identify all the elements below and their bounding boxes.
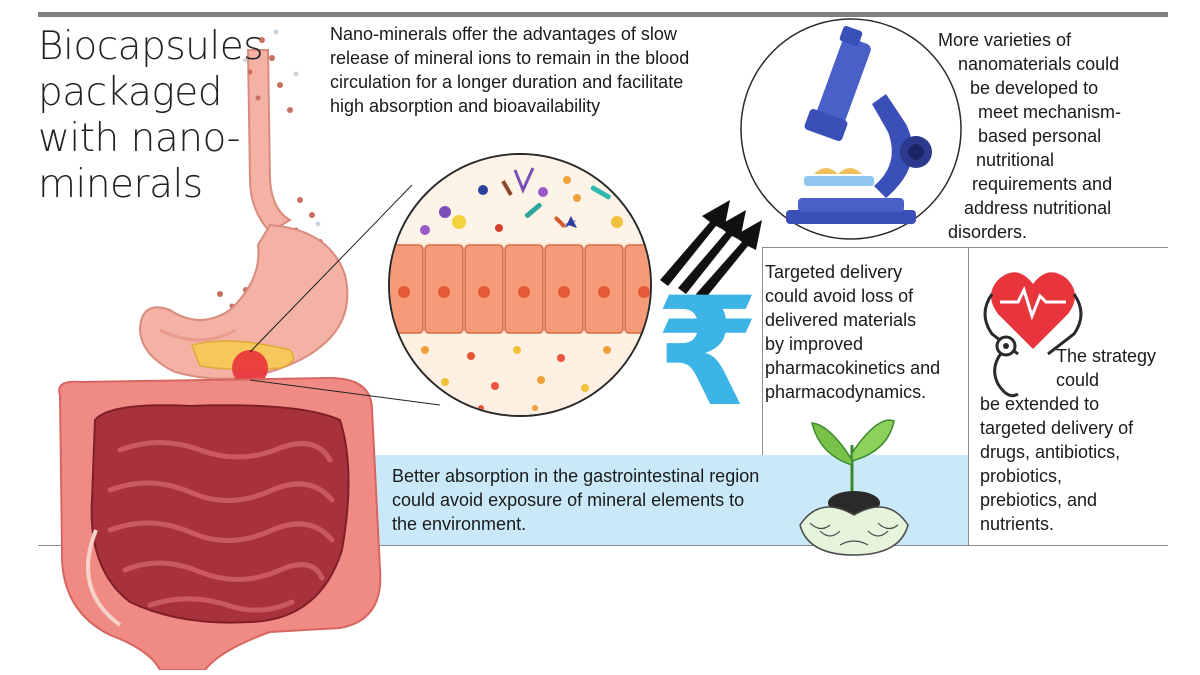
strategy-line: nutrients.: [980, 514, 1055, 534]
divider-vertical-mid: [968, 247, 969, 545]
strategy-line: targeted delivery of: [980, 418, 1134, 438]
varieties-line: meet mechanism-: [978, 102, 1122, 122]
varieties-line: requirements and: [972, 174, 1113, 194]
absorption-text: Better absorption in the gastrointestina…: [392, 466, 760, 534]
targeted-line: Targeted delivery: [765, 262, 903, 282]
varieties-line: More varieties of: [938, 30, 1072, 50]
varieties-line: nanomaterials could: [958, 54, 1120, 74]
targeted-line: by improved: [765, 334, 864, 354]
top-rule: [38, 12, 1168, 17]
divider-vertical-center: [762, 247, 763, 455]
targeted-line: delivered materials: [765, 310, 917, 330]
varieties-line: disorders.: [948, 222, 1028, 242]
varieties-line: based personal: [978, 126, 1102, 146]
strategy-line: could: [1056, 370, 1100, 390]
strategy-line: prebiotics, and: [980, 490, 1098, 510]
varieties-text: More varieties of nanomaterials could be…: [938, 28, 1163, 244]
digestive-system-illustration: [58, 29, 382, 670]
divider-bottom: [38, 545, 1168, 546]
targeted-line: pharmacodynamics.: [765, 382, 927, 402]
intestinal-lining-magnifier: [388, 153, 652, 417]
varieties-line: address nutritional: [964, 198, 1112, 218]
strategy-line: probiotics,: [980, 466, 1063, 486]
varieties-line: nutritional: [976, 150, 1055, 170]
strategy-line: drugs, antibiotics,: [980, 442, 1121, 462]
varieties-line: be developed to: [970, 78, 1099, 98]
targeted-line: pharmacokinetics and: [765, 358, 941, 378]
page-title: Biocapsules packaged with nano-minerals: [38, 24, 264, 207]
nano-minerals-text: Nano-minerals offer the advantages of sl…: [330, 24, 690, 116]
strategy-text: The strategy could be extended to target…: [980, 344, 1180, 536]
targeted-delivery-text: Targeted delivery could avoid loss of de…: [765, 260, 970, 404]
heart-stethoscope-icon: [983, 272, 1083, 398]
divider-right-upper: [762, 247, 1168, 248]
strategy-line: be extended to: [980, 394, 1100, 414]
plant-in-hands-icon: [799, 419, 909, 556]
microscope-icon: [740, 18, 962, 240]
targeted-line: could avoid loss of: [765, 286, 914, 306]
rising-arrows-icon: [660, 200, 762, 300]
rupee-icon: ₹: [655, 266, 760, 440]
strategy-line: The strategy: [1056, 346, 1157, 366]
